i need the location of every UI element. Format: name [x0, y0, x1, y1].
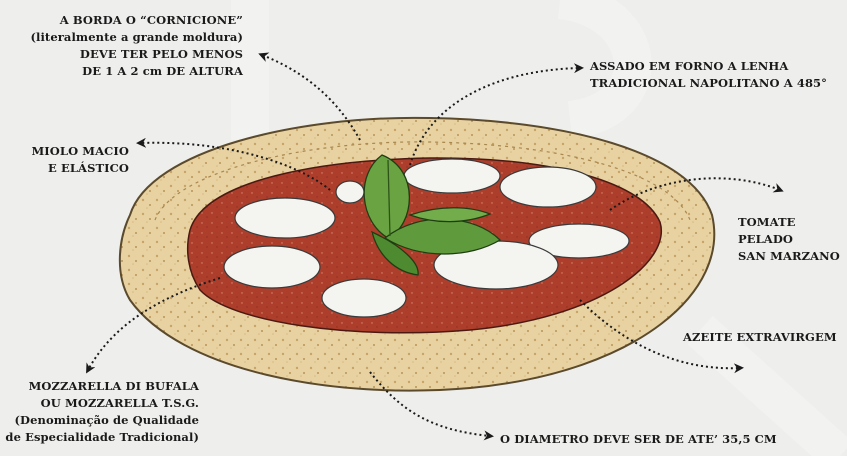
label-miolo: MIOLO MACIO E ELÁSTICO: [31, 143, 129, 177]
label-tomate: TOMATE PELADO SAN MARZANO: [738, 214, 840, 265]
label-diametro: O DIAMETRO DEVE SER DE ATE’ 35,5 CM: [500, 431, 777, 448]
label-mozzarella: MOZZARELLA DI BUFALA OU MOZZARELLA T.S.G…: [5, 378, 199, 446]
label-azeite: AZEITE EXTRAVIRGEM: [683, 329, 837, 346]
label-cornicione: A BORDA O “CORNICIONE” (literalmente a g…: [30, 12, 243, 80]
label-forno: ASSADO EM FORNO A LENHA TRADICIONAL NAPO…: [590, 58, 827, 92]
